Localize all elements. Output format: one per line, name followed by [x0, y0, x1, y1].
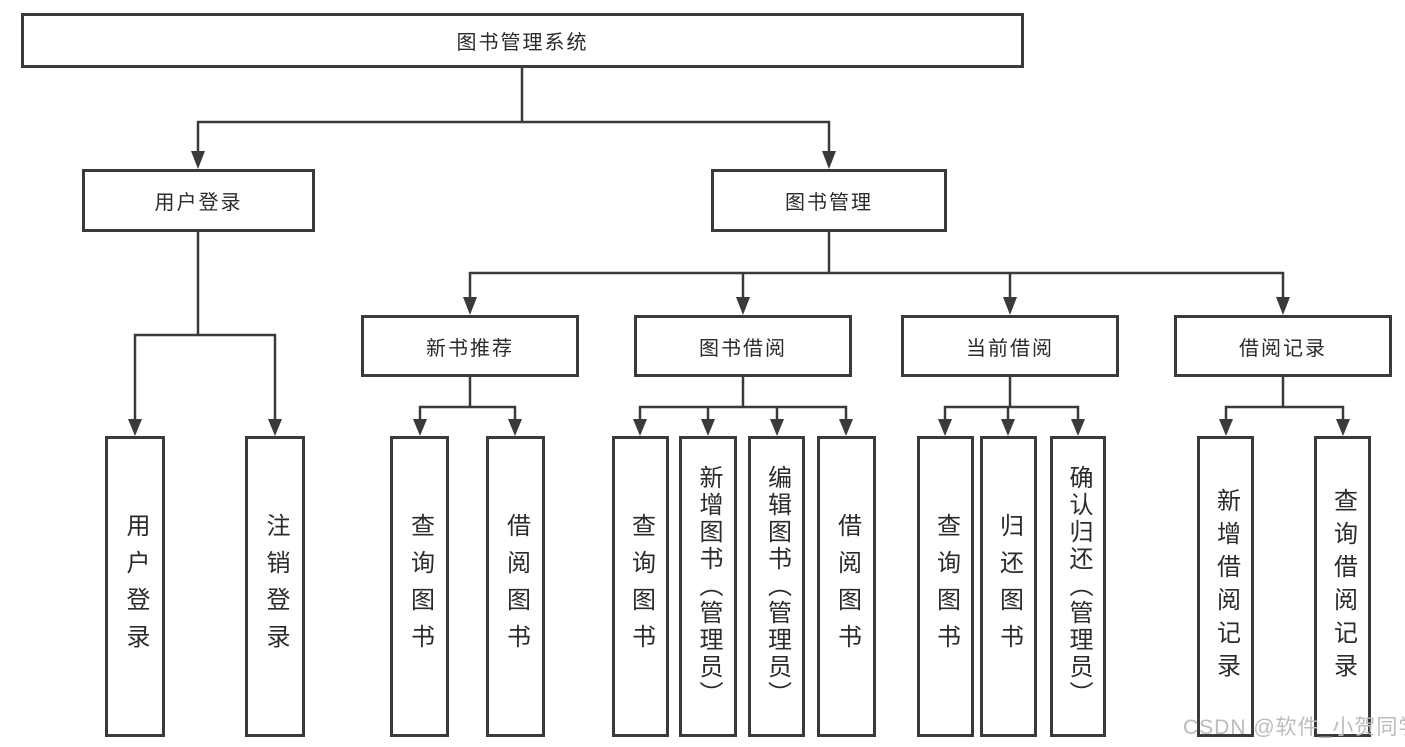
- leaf-query-books-1: 查询图书: [390, 436, 449, 737]
- node-book-borrow-label: 图书借阅: [699, 337, 787, 360]
- leaf-add-borrow-record: 新增借阅记录: [1197, 436, 1254, 737]
- node-borrow-records: 借阅记录: [1174, 315, 1392, 377]
- leaf-logout: 注销登录: [245, 436, 305, 737]
- leaf-query-books-3: 查询图书: [917, 436, 974, 737]
- leaf-borrow-books-2: 借阅图书: [817, 436, 876, 737]
- node-book-borrow: 图书借阅: [634, 315, 852, 377]
- node-new-book-recommend: 新书推荐: [361, 315, 579, 377]
- leaf-query-borrow-record: 查询借阅记录: [1314, 436, 1371, 737]
- node-book-management-label: 图书管理: [785, 192, 873, 214]
- node-root: 图书管理系统: [21, 13, 1024, 68]
- leaf-user-login: 用户登录: [105, 436, 165, 737]
- node-root-label: 图书管理系统: [456, 32, 589, 54]
- csdn-watermark: CSDN @软件_小贺同学: [1183, 716, 1405, 739]
- leaf-borrow-books-1: 借阅图书: [486, 436, 545, 737]
- node-current-borrow: 当前借阅: [901, 315, 1119, 377]
- node-borrow-records-label: 借阅记录: [1239, 337, 1327, 360]
- node-user-login-label: 用户登录: [154, 192, 243, 214]
- node-current-borrow-label: 当前借阅: [966, 337, 1054, 360]
- leaf-query-books-2: 查询图书: [612, 436, 669, 737]
- node-new-book-recommend-label: 新书推荐: [426, 337, 514, 360]
- node-user-login: 用户登录: [82, 169, 315, 232]
- leaf-add-book-admin: 新增图书（管理员）: [679, 436, 737, 737]
- node-book-management: 图书管理: [711, 169, 947, 232]
- leaf-confirm-return-admin: 确认归还（管理员）: [1050, 436, 1106, 737]
- leaf-edit-book-admin: 编辑图书（管理员）: [748, 436, 805, 737]
- leaf-return-book: 归还图书: [980, 436, 1037, 737]
